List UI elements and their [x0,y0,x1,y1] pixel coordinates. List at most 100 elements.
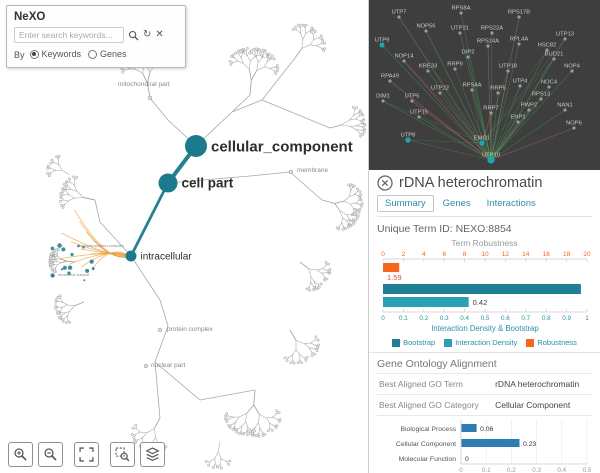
gene-node[interactable]: RPS22A [481,26,503,35]
zoom-to-selection-button[interactable] [110,442,135,467]
svg-text:RPS8A: RPS8A [451,6,470,12]
gene-node[interactable]: RRP5 [490,86,506,95]
gene-node[interactable]: UTP9 [375,38,390,48]
svg-text:Molecular Function: Molecular Function [399,456,457,463]
tab-interactions[interactable]: Interactions [486,198,536,209]
svg-text:ENP1: ENP1 [510,115,525,121]
gene-node[interactable]: NOP14 [394,54,414,63]
gene-node[interactable]: NOC4 [541,80,558,89]
search-by-keywords[interactable]: Keywords [29,49,81,59]
canvas-toolbar [8,442,165,467]
svg-text:UTP5: UTP5 [405,94,420,100]
gene-node[interactable]: EMG1 [474,136,490,146]
gene-node[interactable]: NOP56 [416,24,436,33]
close-icon[interactable] [377,175,393,191]
svg-text:0.4: 0.4 [557,467,566,473]
svg-text:DIP2: DIP2 [462,50,475,56]
gene-node[interactable]: BUD21 [545,52,564,61]
refresh-icon[interactable]: ↻ [143,29,152,40]
search-row: ↻ ✕ [14,27,178,43]
gene-node[interactable]: UTP4 [513,79,529,88]
go-alignment-title: Gene Ontology Alignment [377,358,497,370]
network-edges [381,12,575,161]
tree-node-cell-part[interactable]: cell part [158,173,234,193]
gene-node[interactable]: RRP7 [483,106,499,115]
svg-text:RPS4A: RPS4A [462,83,481,89]
svg-text:RPA49: RPA49 [381,74,399,80]
svg-text:10: 10 [481,251,489,258]
svg-text:cellular_component: cellular_component [211,138,353,155]
search-mode-options: Keywords Genes [29,49,134,61]
svg-text:NOC4: NOC4 [541,80,558,86]
unique-term-id: Unique Term ID: NEXO:8854 [377,223,512,235]
svg-text:ribosomal subunit: ribosomal subunit [58,272,90,277]
gene-node[interactable]: UTP5 [405,94,420,103]
gene-node[interactable]: UTP7 [392,10,407,19]
zoom-out-button[interactable] [38,442,63,467]
svg-text:0.5: 0.5 [583,467,592,473]
gene-node[interactable]: DIM1 [376,94,390,103]
gene-node[interactable]: NOP6 [566,121,582,130]
svg-text:0.1: 0.1 [482,467,491,473]
gene-node[interactable]: UTP13 [556,32,574,41]
legend-robustness: Robustness [526,338,577,347]
gene-node[interactable]: UTP10 [482,153,500,164]
tab-genes[interactable]: Genes [442,198,471,209]
gene-node[interactable]: NOP4 [564,64,581,73]
tab-summary[interactable]: Summary [377,195,434,212]
gene-node[interactable]: RPA49 [381,74,399,83]
gene-node[interactable]: UTP15 [410,110,428,119]
gene-node[interactable]: RPS8A [451,6,471,15]
detail-tabs: Summary Genes Interactions [377,195,592,217]
svg-text:Biological Process: Biological Process [400,426,456,433]
svg-text:NOP4: NOP4 [564,64,581,70]
svg-text:Interaction Density & Bootstra: Interaction Density & Bootstrap [431,324,539,333]
fit-to-screen-button[interactable] [74,442,99,467]
gene-node[interactable]: RPS13 [532,92,550,101]
gene-node[interactable]: KRE33 [419,64,437,73]
svg-text:UTP4: UTP4 [513,79,529,85]
radio-icon [29,49,39,59]
search-by-genes[interactable]: Genes [88,49,127,59]
gene-node[interactable]: ENP1 [510,115,526,124]
gene-node[interactable]: UTP8 [401,133,416,143]
gene-network-canvas[interactable]: UTP7 RPS8A RPS17B NOP56 UTP21 RPS22A UTP13RPS2… [369,0,600,170]
gene-node[interactable]: RPS4A [462,83,482,92]
tree-node-cellular-component[interactable]: cellular_component [185,135,353,157]
gene-node[interactable]: DIP2 [462,50,475,59]
search-icon[interactable] [128,30,139,41]
tree-node-intracellular[interactable]: intracellular [125,250,193,263]
svg-text:UTP7: UTP7 [392,10,407,16]
svg-text:0: 0 [459,467,463,473]
gene-node[interactable]: UTP18 [499,64,517,73]
zoom-in-button[interactable] [8,442,33,467]
gene-node[interactable]: RRP9 [447,62,463,71]
clear-icon[interactable]: ✕ [155,29,164,40]
gene-node[interactable]: RPL4A [510,37,529,46]
svg-text:0.23: 0.23 [523,441,536,448]
gene-node[interactable]: RPS17B [508,10,530,19]
svg-text:0: 0 [465,456,469,463]
gene-node[interactable]: HSC82 [538,43,557,52]
svg-text:1.59: 1.59 [387,273,402,282]
search-input[interactable] [14,27,124,43]
svg-text:HSC82: HSC82 [538,43,557,49]
gene-node[interactable]: RPS24A [477,39,499,48]
gene-node[interactable]: PWP2 [521,103,537,112]
gene-node[interactable]: NAN1 [557,103,573,112]
svg-text:0.2: 0.2 [507,467,516,473]
svg-text:0.4: 0.4 [460,315,469,322]
gene-node[interactable]: UTP21 [451,26,469,35]
svg-text:Cellular Component: Cellular Component [396,441,456,448]
svg-text:membrane: membrane [297,167,328,174]
layers-button[interactable] [140,442,165,467]
gene-node[interactable]: UTP22 [431,86,449,95]
